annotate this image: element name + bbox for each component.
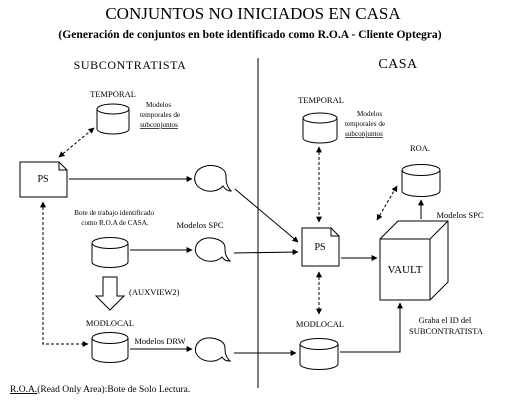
diagram-subtitle: (Generación de conjuntos en bote identif… xyxy=(58,28,441,41)
left-ps-document xyxy=(19,161,68,198)
left-modelos-drw-label: Modelos DRW xyxy=(134,336,185,346)
left-ps-modlocal-link xyxy=(40,201,89,347)
bubble1-to-right-ps-arrow xyxy=(234,188,299,243)
left-temporal-label: TEMPORAL xyxy=(90,89,136,99)
left-modlocal-label: MODLOCAL xyxy=(86,318,134,328)
footer-note: R.O.A.(Read Only Area):Bote de Solo Lect… xyxy=(10,384,190,395)
left-temporal-desc: Modelos temporales de subconjuntos xyxy=(140,101,182,129)
diagram-title: CONJUNTOS NO INICIADOS EN CASA xyxy=(105,4,401,23)
section-subcontratista: SUBCONTRATISTA xyxy=(74,58,187,72)
right-ps-label: PS xyxy=(314,242,325,253)
auxview-block-arrow xyxy=(94,276,126,311)
modlocal-to-vault-arrow xyxy=(340,302,403,353)
right-roa-label: ROA. xyxy=(410,143,430,153)
left-ps-temporal-link xyxy=(58,127,95,158)
left-roa-bote-cylinder xyxy=(91,237,129,268)
graba-id-text: Graba el ID del SUBCONTRATISTA xyxy=(409,315,484,336)
left-bubble-1 xyxy=(194,164,233,192)
right-roa-cylinder xyxy=(401,164,441,197)
left-bubble-3 xyxy=(195,337,232,362)
right-ps-document xyxy=(301,227,340,267)
auxview-label: (AUXVIEW2) xyxy=(129,287,180,297)
bubble2-to-right-ps-arrow xyxy=(233,249,299,256)
section-casa: CASA xyxy=(378,57,418,72)
right-modelos-spc-label: Modelos SPC xyxy=(437,210,484,220)
left-modelos-spc-label: Modelos SPC xyxy=(177,220,224,230)
left-bubble-2 xyxy=(195,237,232,262)
left-modlocal-cylinder xyxy=(91,332,129,363)
right-temporal-desc: Modelos temporales de subconjuntos xyxy=(345,110,387,138)
left-bote-desc: Bote de trabajo identificado como R.O.A … xyxy=(74,209,156,227)
right-temporal-cylinder xyxy=(302,112,338,144)
right-modlocal-label: MODLOCAL xyxy=(296,319,344,329)
right-temporal-label: TEMPORAL xyxy=(298,95,344,105)
left-temporal-cylinder xyxy=(96,103,130,135)
right-modlocal-cylinder xyxy=(299,338,339,370)
vault-box xyxy=(379,220,449,301)
vault-roa-dashed-link xyxy=(376,185,398,221)
vault-label: VAULT xyxy=(388,264,423,276)
left-ps-label: PS xyxy=(37,174,48,185)
